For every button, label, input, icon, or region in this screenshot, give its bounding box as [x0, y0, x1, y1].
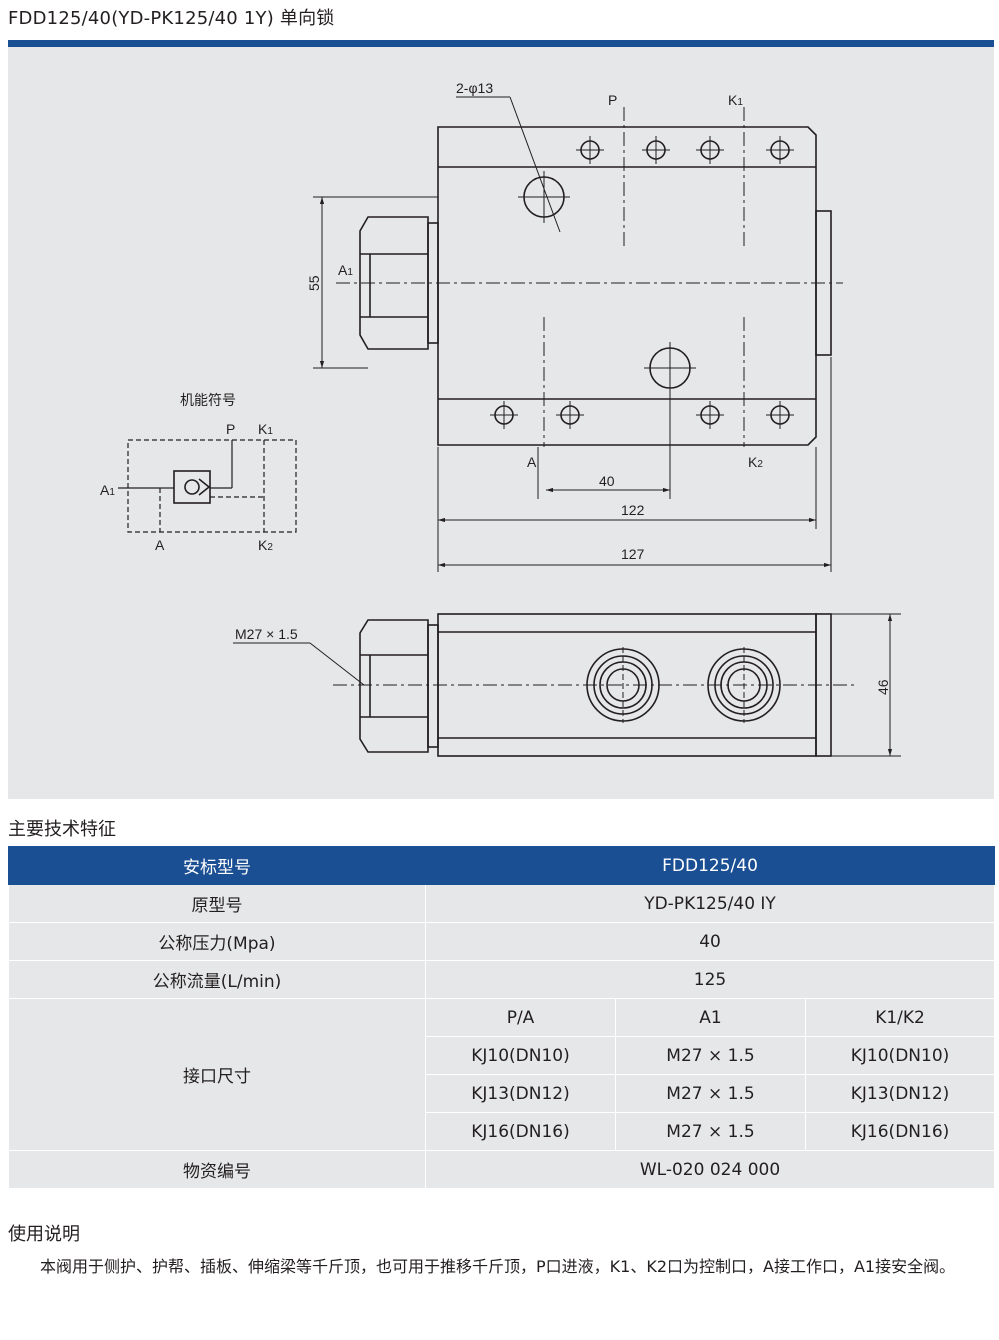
top-view-labels: 2-φ13 P K1 A1 A K2 55 40 122 127 — [306, 80, 763, 562]
technical-drawing: 2-φ13 P K1 A1 A K2 55 40 122 127 — [8, 47, 994, 799]
symbol-title: 机能符号 — [180, 392, 236, 408]
table-row: KJ13(DN12) M27 × 1.5 KJ13(DN12) — [9, 1074, 996, 1113]
top-view — [313, 96, 843, 572]
side-view — [233, 613, 901, 757]
label-holes: 2-φ13 — [456, 80, 493, 96]
pressure-value: 40 — [424, 922, 996, 961]
orig-value: YD-PK125/40 IY — [424, 884, 996, 923]
table-row: KJ10(DN10) M27 × 1.5 KJ10(DN10) — [9, 1036, 996, 1075]
valve-body-outline — [437, 126, 817, 446]
material-label: 物资编号 — [8, 1150, 426, 1189]
sym-label-p: P — [226, 421, 235, 437]
ports-header: P/A — [425, 998, 616, 1037]
ports-header: A1 — [615, 998, 806, 1037]
ports-cell: KJ16(DN16) — [425, 1112, 616, 1151]
dim-46: 46 — [875, 679, 891, 695]
ports-cell: KJ10(DN10) — [425, 1036, 616, 1075]
ports-cell: KJ10(DN10) — [804, 1036, 996, 1075]
label-a: A — [527, 454, 537, 470]
table-row: KJ16(DN16) M27 × 1.5 KJ16(DN16) — [9, 1112, 996, 1151]
label-k2: K2 — [748, 454, 763, 470]
hex-nut — [359, 216, 429, 350]
usage-heading: 使用说明 — [8, 1224, 80, 1245]
small-holes-top — [580, 140, 790, 160]
sym-label-a: A — [155, 537, 165, 553]
pressure-label: 公称压力(Mpa) — [8, 922, 426, 961]
orig-label: 原型号 — [8, 884, 426, 923]
dim-55: 55 — [306, 275, 322, 291]
ports-header: K1/K2 — [804, 998, 996, 1037]
table-row: 接口尺寸 P/A A1 K1/K2 — [8, 998, 996, 1151]
sym-label-k2: K2 — [258, 537, 273, 553]
label-p: P — [608, 92, 617, 108]
title-rule — [8, 40, 994, 47]
table-row: 原型号 YD-PK125/40 IY — [8, 884, 996, 923]
material-value: WL-020 024 000 — [424, 1150, 996, 1189]
table-row: 公称压力(Mpa) 40 — [8, 922, 996, 961]
ports-cell: KJ13(DN12) — [425, 1074, 616, 1113]
flow-value: 125 — [424, 960, 996, 999]
small-holes-bottom — [494, 405, 790, 425]
side-hex-nut — [359, 619, 429, 753]
ports-label: 接口尺寸 — [8, 998, 426, 1151]
label-a1: A1 — [338, 262, 353, 278]
table-row: 安标型号 FDD125/40 — [8, 846, 996, 885]
label-thread: M27 × 1.5 — [235, 626, 298, 642]
ports-cell: M27 × 1.5 — [615, 1036, 806, 1075]
model-value: FDD125/40 — [424, 846, 996, 885]
ports-cell: M27 × 1.5 — [615, 1074, 806, 1113]
flow-label: 公称流量(L/min) — [8, 960, 426, 999]
sym-label-a1: A1 — [100, 482, 115, 498]
dim-127: 127 — [621, 546, 645, 562]
hydraulic-symbol: 机能符号 P K1 A1 A K2 — [100, 392, 297, 553]
dim-40: 40 — [599, 473, 615, 489]
table-row: 物资编号 WL-020 024 000 — [8, 1150, 996, 1189]
label-k1: K1 — [728, 92, 743, 108]
table-row: 公称流量(L/min) 125 — [8, 960, 996, 999]
specs-table: 安标型号 FDD125/40 原型号 YD-PK125/40 IY 公称压力(M… — [8, 846, 996, 1189]
ports-cell: KJ16(DN16) — [804, 1112, 996, 1151]
sym-label-k1: K1 — [258, 421, 273, 437]
ports-cell: KJ13(DN12) — [804, 1074, 996, 1113]
dim-122: 122 — [621, 502, 645, 518]
usage-text: 本阀用于侧护、护帮、插板、伸缩梁等千斤顶，也可用于推移千斤顶，P口进液，K1、K… — [40, 1257, 956, 1276]
side-view-labels: M27 × 1.5 46 — [235, 626, 891, 695]
page-title: FDD125/40(YD-PK125/40 1Y) 单向锁 — [8, 8, 335, 29]
specs-heading: 主要技术特征 — [8, 819, 116, 840]
ports-cell: M27 × 1.5 — [615, 1112, 806, 1151]
model-label: 安标型号 — [8, 846, 426, 885]
